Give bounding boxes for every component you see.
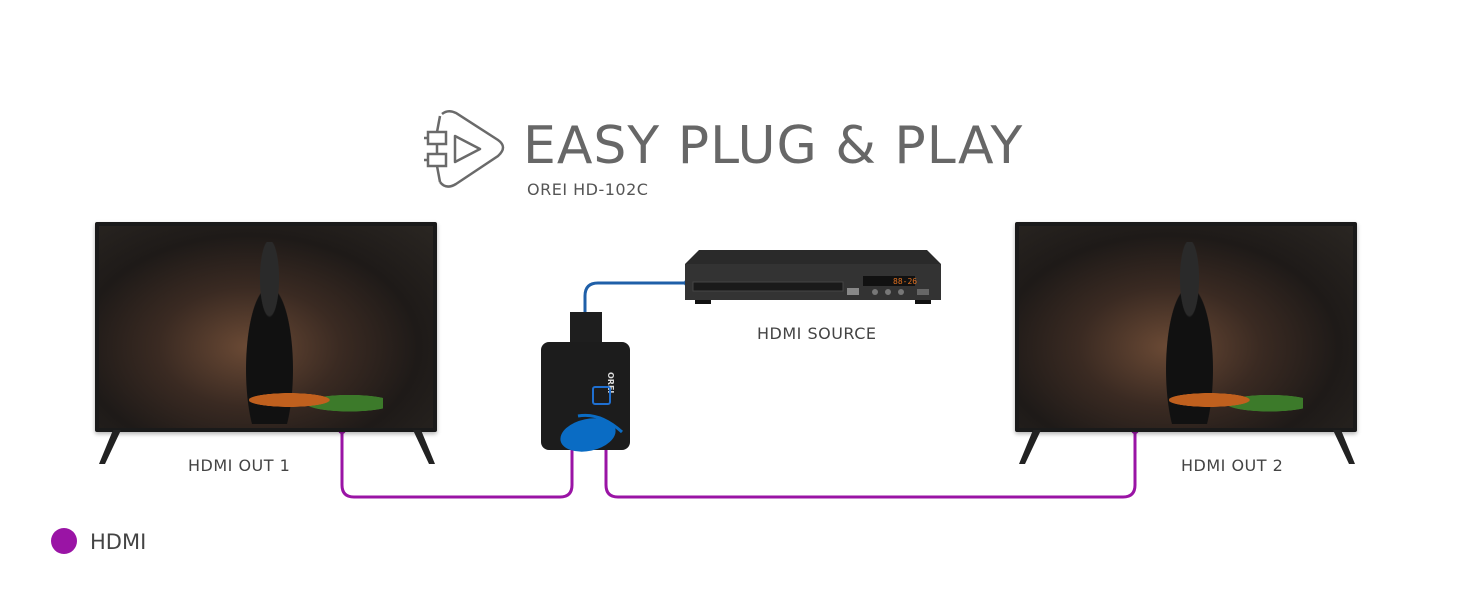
tv-right-label: HDMI OUT 2 — [1181, 456, 1284, 475]
tv-right — [1015, 222, 1357, 464]
legend-hdmi-label: HDMI — [90, 530, 147, 554]
hdmi-splitter: OREI — [541, 312, 630, 452]
model-subtitle: OREI HD-102C — [527, 180, 649, 199]
source-label: HDMI SOURCE — [757, 324, 877, 343]
legend-hdmi-swatch — [51, 528, 77, 554]
tv-screen — [1019, 226, 1353, 428]
svg-text:OREI: OREI — [606, 372, 615, 393]
hdmi-cable-out2 — [604, 430, 1137, 499]
tv-left — [95, 222, 437, 464]
plug-play-icon — [424, 110, 505, 188]
svg-text:88-26: 88-26 — [893, 277, 917, 286]
hdmi-cable-out1 — [340, 430, 574, 499]
tv-screen — [99, 226, 433, 428]
dvd-player: 88-26 — [685, 250, 941, 304]
hdmi-cable-source — [583, 281, 688, 314]
tv-left-label: HDMI OUT 1 — [188, 456, 291, 475]
page-title: EASY PLUG & PLAY — [523, 116, 1024, 176]
